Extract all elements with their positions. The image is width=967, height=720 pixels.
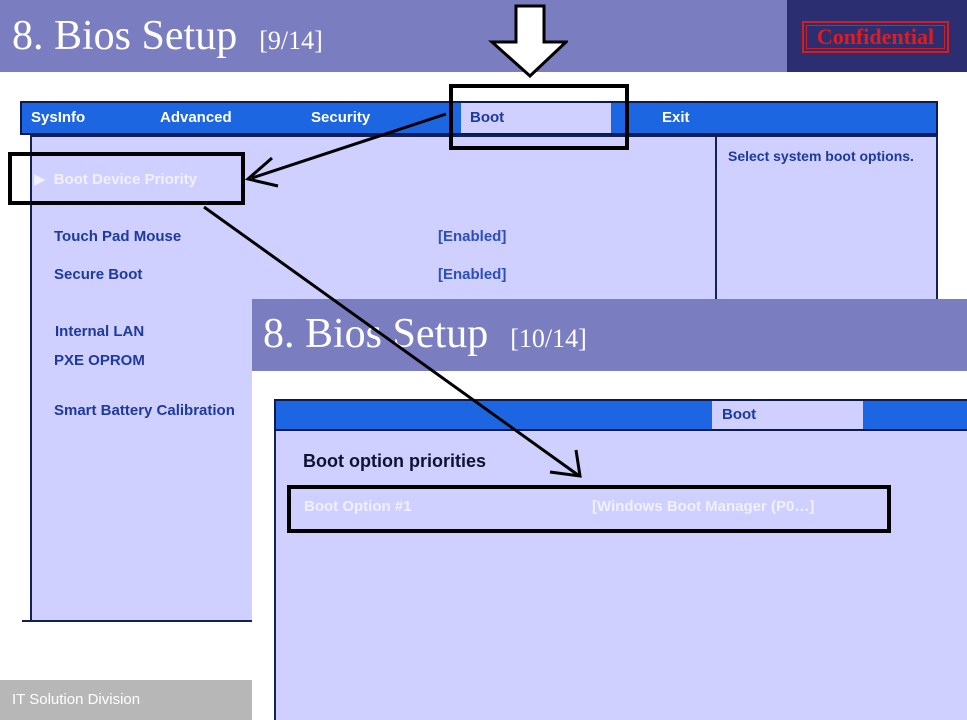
option-touch-pad-mouse-value[interactable]: [Enabled] [438,228,507,245]
overlay-main-panel [274,431,967,720]
overlay-page-number: [10/14] [510,324,587,353]
boot-device-priority-item[interactable]: ▶ Boot Device Priority [34,170,197,188]
overlay-tab-boot[interactable]: Boot [712,401,863,429]
boot-device-priority-label: Boot Device Priority [53,171,198,188]
bios-tab-security[interactable]: Security [311,109,371,126]
option-touch-pad-mouse[interactable]: Touch Pad Mouse [54,228,182,245]
bios-menu-bar: SysInfo Advanced Security Boot Exit [20,101,938,135]
option-smart-battery-calibration[interactable]: Smart Battery Calibration [54,402,235,419]
bios-tab-advanced[interactable]: Advanced [160,109,232,126]
slide-page-number: [9/14] [259,26,323,55]
confidential-label: Confidential [802,21,949,53]
option-secure-boot[interactable]: Secure Boot [54,266,143,283]
bios-tab-sysinfo[interactable]: SysInfo [31,109,86,126]
slide-title-bar [0,0,787,72]
arrow-device-to-option-icon [203,205,582,478]
slide-title-label: 8. Bios Setup [12,13,238,59]
boot-option-highlight-box [287,485,891,533]
bios-tab-boot[interactable]: Boot [461,103,611,133]
bios-bottom-border [22,620,254,622]
overlay-title-bar [252,299,967,371]
overlay-tab-boot-label: Boot [722,406,757,423]
boot-option-priorities-heading: Boot option priorities [303,451,486,471]
boot-option-1-label[interactable]: Boot Option #1 [304,498,412,515]
footer-text: IT Solution Division [12,691,141,708]
option-internal-lan[interactable]: Internal LAN [55,323,145,340]
help-text: Select system boot options. [728,148,914,164]
down-arrow-icon [488,4,568,78]
option-pxe-oprom[interactable]: PXE OPROM [54,352,145,369]
slide-title: 8. Bios Setup [9/14] [12,12,323,60]
arrow-boot-to-device-icon [244,112,447,188]
triangle-right-icon: ▶ [34,171,46,188]
option-secure-boot-value[interactable]: [Enabled] [438,266,507,283]
boot-option-1-value[interactable]: [Windows Boot Manager (P0…] [592,498,815,515]
boot-device-highlight-box [8,152,245,205]
overlay-title: 8. Bios Setup [10/14] [263,310,587,358]
confidential-panel [787,0,967,72]
help-divider [715,135,717,305]
boot-tab-highlight-box [449,84,629,150]
overlay-title-label: 8. Bios Setup [263,311,489,357]
bios-tab-exit[interactable]: Exit [662,109,690,126]
footer-bar [0,680,252,720]
